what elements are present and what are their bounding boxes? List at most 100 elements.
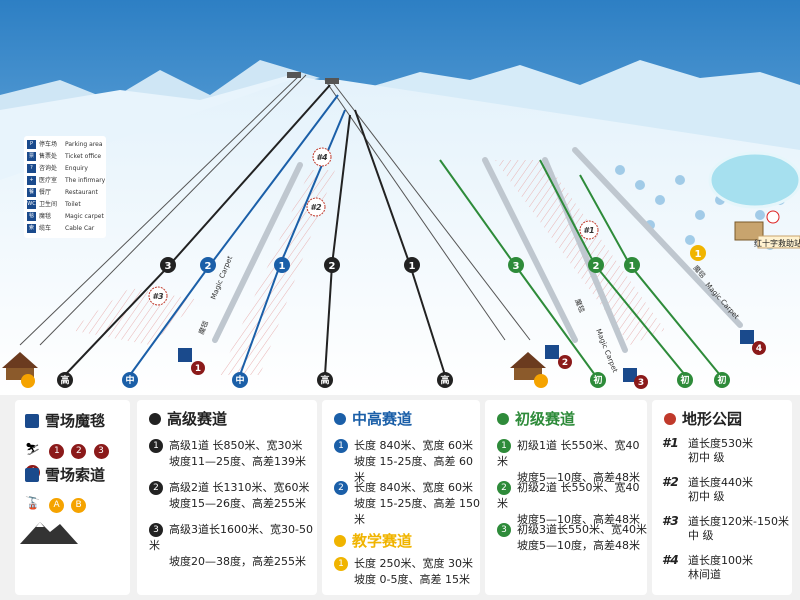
trail-markers: 3 2 1 2 1 3 2 1 1 [160,245,706,273]
svg-text:#1: #1 [583,226,594,235]
trail-slope: 坡度11—25度、高差139米 [169,455,306,468]
carpet-number: 2 [71,444,87,459]
park-length: 道长度440米 [688,476,753,489]
park-level: 中 级 [688,529,714,542]
trail-slope: 坡度 0-5度、高差 15米 [354,573,470,586]
red-cross-station [734,210,800,249]
svg-text:1: 1 [279,261,286,272]
parking-icon: P [27,140,36,149]
trail-spec: 初级1道 长550米、宽40米 [497,439,640,468]
map-legend-cn: 医疗室 [39,177,58,184]
svg-text:#2: #2 [310,203,322,212]
map-legend-cn: 缆车 [39,225,52,232]
lodge-b [510,352,548,388]
map-legend-cn: 售票处 [39,153,58,160]
trail-spec: 长度 840米、宽度 60米 [354,439,473,452]
svg-text:3: 3 [513,261,520,272]
park-key: #4 [662,553,679,567]
map-legend-en: Magic carpet [65,213,104,220]
level-label: 高 [60,374,69,386]
teaching-title: 教学赛道 [334,530,412,551]
svg-text:#3: #3 [152,292,164,301]
trail-slope: 坡度 15-25度、高差 150米 [354,497,480,526]
trail-slope: 坡度15—26度、高差255米 [169,497,306,510]
level-label: 初 [680,374,689,386]
advanced-title-text: 高级赛道 [167,410,228,428]
svg-text:#4: #4 [316,153,328,162]
trail-slope: 坡度5—10度，高差48米 [517,539,640,552]
trail-number: 2 [149,481,163,495]
level-label: 初 [593,374,602,386]
trail-spec: 高级3道长1600米、宽30-50米 [149,523,313,552]
gondola-icon: 🚡 [25,496,40,510]
lake [708,151,800,209]
marker-adv3 [160,257,176,273]
teaching-title-text: 教学赛道 [352,532,413,550]
map-legend-en: The infirmary [65,177,106,184]
terrain-title: 地形公园 [664,408,742,429]
map-legend-cn: 魔毯 [39,213,52,220]
trail-number: 1 [334,557,348,571]
svg-text:4: 4 [756,344,762,354]
map-legend-cn: 卫生间 [39,201,58,208]
svg-text:2: 2 [593,261,600,272]
trail-entry: 2 高级2道 长1310米、宽60米坡度15—26度、高差255米 [149,480,310,512]
map-legend-en: Cable Car [65,225,95,232]
trail-slope: 坡度5—10度、高差48米 [517,513,640,526]
map-legend-en: Toilet [65,201,81,208]
marker-beg3 [508,257,524,273]
map-legend-cn: 咨询处 [39,165,58,172]
infirmary-icon: + [27,176,36,185]
trail-entry: 1 长度 840米、宽度 60米坡度 15-25度、高差 60米 [334,438,480,486]
park-length: 道长度530米 [688,437,753,450]
park-key: #2 [662,475,679,489]
trail-number: 1 [334,439,348,453]
cable-letter: A [49,498,65,513]
svg-text:2: 2 [562,358,568,368]
cable-letter: B [71,498,87,513]
enquiry-icon: ? [27,164,36,173]
trail-slope: 坡度 15-25度、高差 60米 [354,455,473,484]
terrain-title-text: 地形公园 [682,410,743,428]
trail-spec: 长度 840米、宽度 60米 [354,481,473,494]
trail-spec: 高级1道 长850米、宽30米 [169,439,303,452]
trail-number: 2 [497,481,511,495]
park-key: #3 [662,514,679,528]
carpet-number: 1 [49,444,65,459]
level-markers [57,372,730,388]
skier-icon: ⛷ [25,442,41,456]
svg-text:1: 1 [629,261,636,272]
svg-text:1: 1 [195,364,201,374]
magic-carpet-title: 雪场魔毯 [45,412,106,430]
park-markers: #4 #2 #3 #1 [148,147,599,306]
trail-spec: 高级2道 长1310米、宽60米 [169,481,310,494]
level-label: 高 [440,374,449,386]
park-key: #1 [662,436,679,450]
map-legend-en: Ticket office [65,153,102,160]
marker-mid2 [200,257,216,273]
advanced-panel: 高级赛道 1 高级1道 长850米、宽30米坡度11—25度、高差139米 2 高级2… [137,400,317,595]
level-marker-labels: 高 中 中 高 高 初 初 初 [60,374,726,386]
trail-number: 1 [149,439,163,453]
cable-lines [19,74,531,346]
trail-number: 2 [334,481,348,495]
magic-carpet-lines [212,147,743,353]
trail-number: 3 [149,523,163,537]
cable-car-letters: 🚡 A B [25,492,88,513]
svg-text:1: 1 [409,261,416,272]
svg-text:1: 1 [695,249,702,260]
